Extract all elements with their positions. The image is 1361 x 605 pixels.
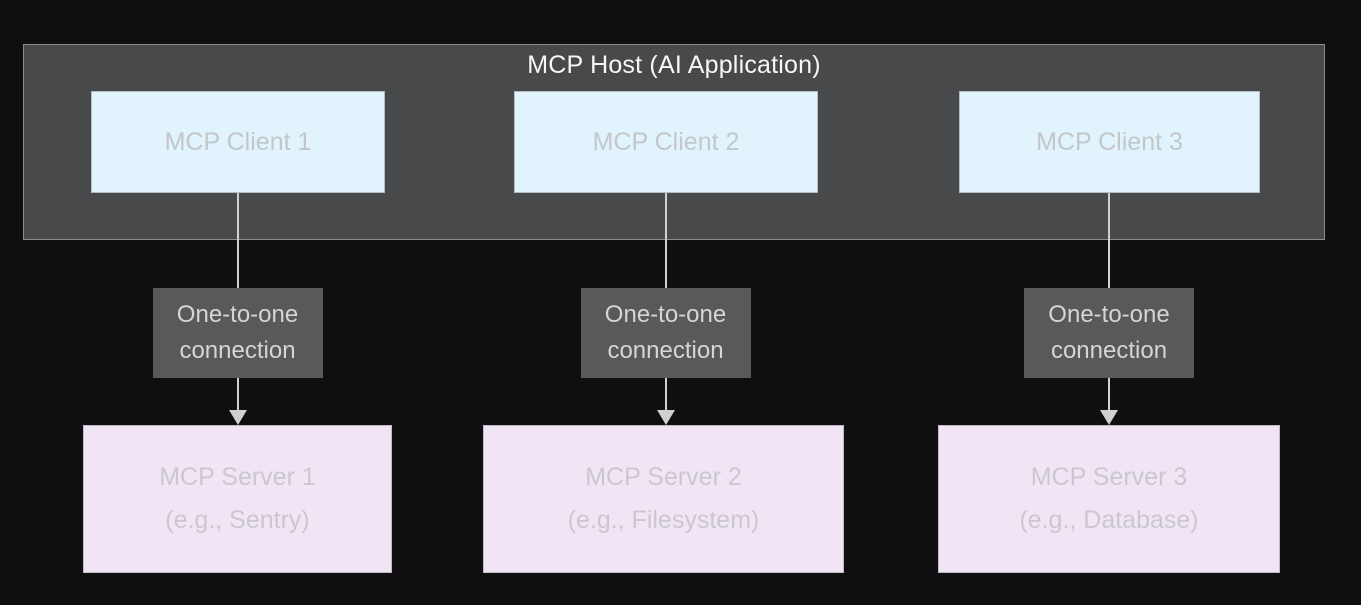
node-mcp-client-1: MCP Client 1 (91, 91, 385, 193)
server-1-example: (e.g., Sentry) (165, 506, 310, 534)
node-mcp-server-3: MCP Server 3 (e.g., Database) (938, 425, 1280, 573)
connection-label-line2: connection (1050, 337, 1168, 365)
connection-label-line2: connection (607, 337, 724, 365)
client-3-label: MCP Client 3 (1036, 127, 1183, 156)
arrow-down-icon (228, 410, 247, 425)
connector-line-icon (236, 193, 239, 288)
connector-line-icon (1108, 193, 1110, 288)
connection-1-label: One-to-one connection (152, 288, 323, 378)
connection-label-line1: One-to-one (176, 300, 299, 328)
node-mcp-client-2: MCP Client 2 (514, 91, 818, 193)
connector-line-icon (664, 193, 667, 288)
arrow-down-icon (656, 410, 675, 425)
connection-3-label: One-to-one connection (1024, 288, 1194, 378)
arrow-down-icon (1100, 410, 1118, 425)
client-2-label: MCP Client 2 (592, 127, 740, 156)
client-1-label: MCP Client 1 (164, 127, 312, 156)
node-mcp-server-1: MCP Server 1 (e.g., Sentry) (83, 425, 392, 573)
server-1-name: MCP Server 1 (159, 463, 316, 491)
connection-label-line1: One-to-one (1048, 300, 1170, 328)
connector-line-icon (236, 378, 239, 411)
connection-2-label: One-to-one connection (580, 288, 751, 378)
server-2-example: (e.g., Filesystem) (567, 506, 760, 534)
connector-line-icon (1108, 378, 1110, 411)
server-2-name: MCP Server 2 (585, 463, 742, 491)
host-title: MCP Host (AI Application) (527, 51, 821, 79)
server-3-example: (e.g., Database) (1019, 506, 1199, 534)
node-mcp-server-2: MCP Server 2 (e.g., Filesystem) (483, 425, 844, 573)
node-mcp-client-3: MCP Client 3 (959, 91, 1260, 193)
connection-label-line1: One-to-one (604, 300, 727, 328)
server-3-name: MCP Server 3 (1030, 463, 1188, 491)
connector-line-icon (664, 378, 667, 411)
connection-label-line2: connection (179, 337, 296, 365)
